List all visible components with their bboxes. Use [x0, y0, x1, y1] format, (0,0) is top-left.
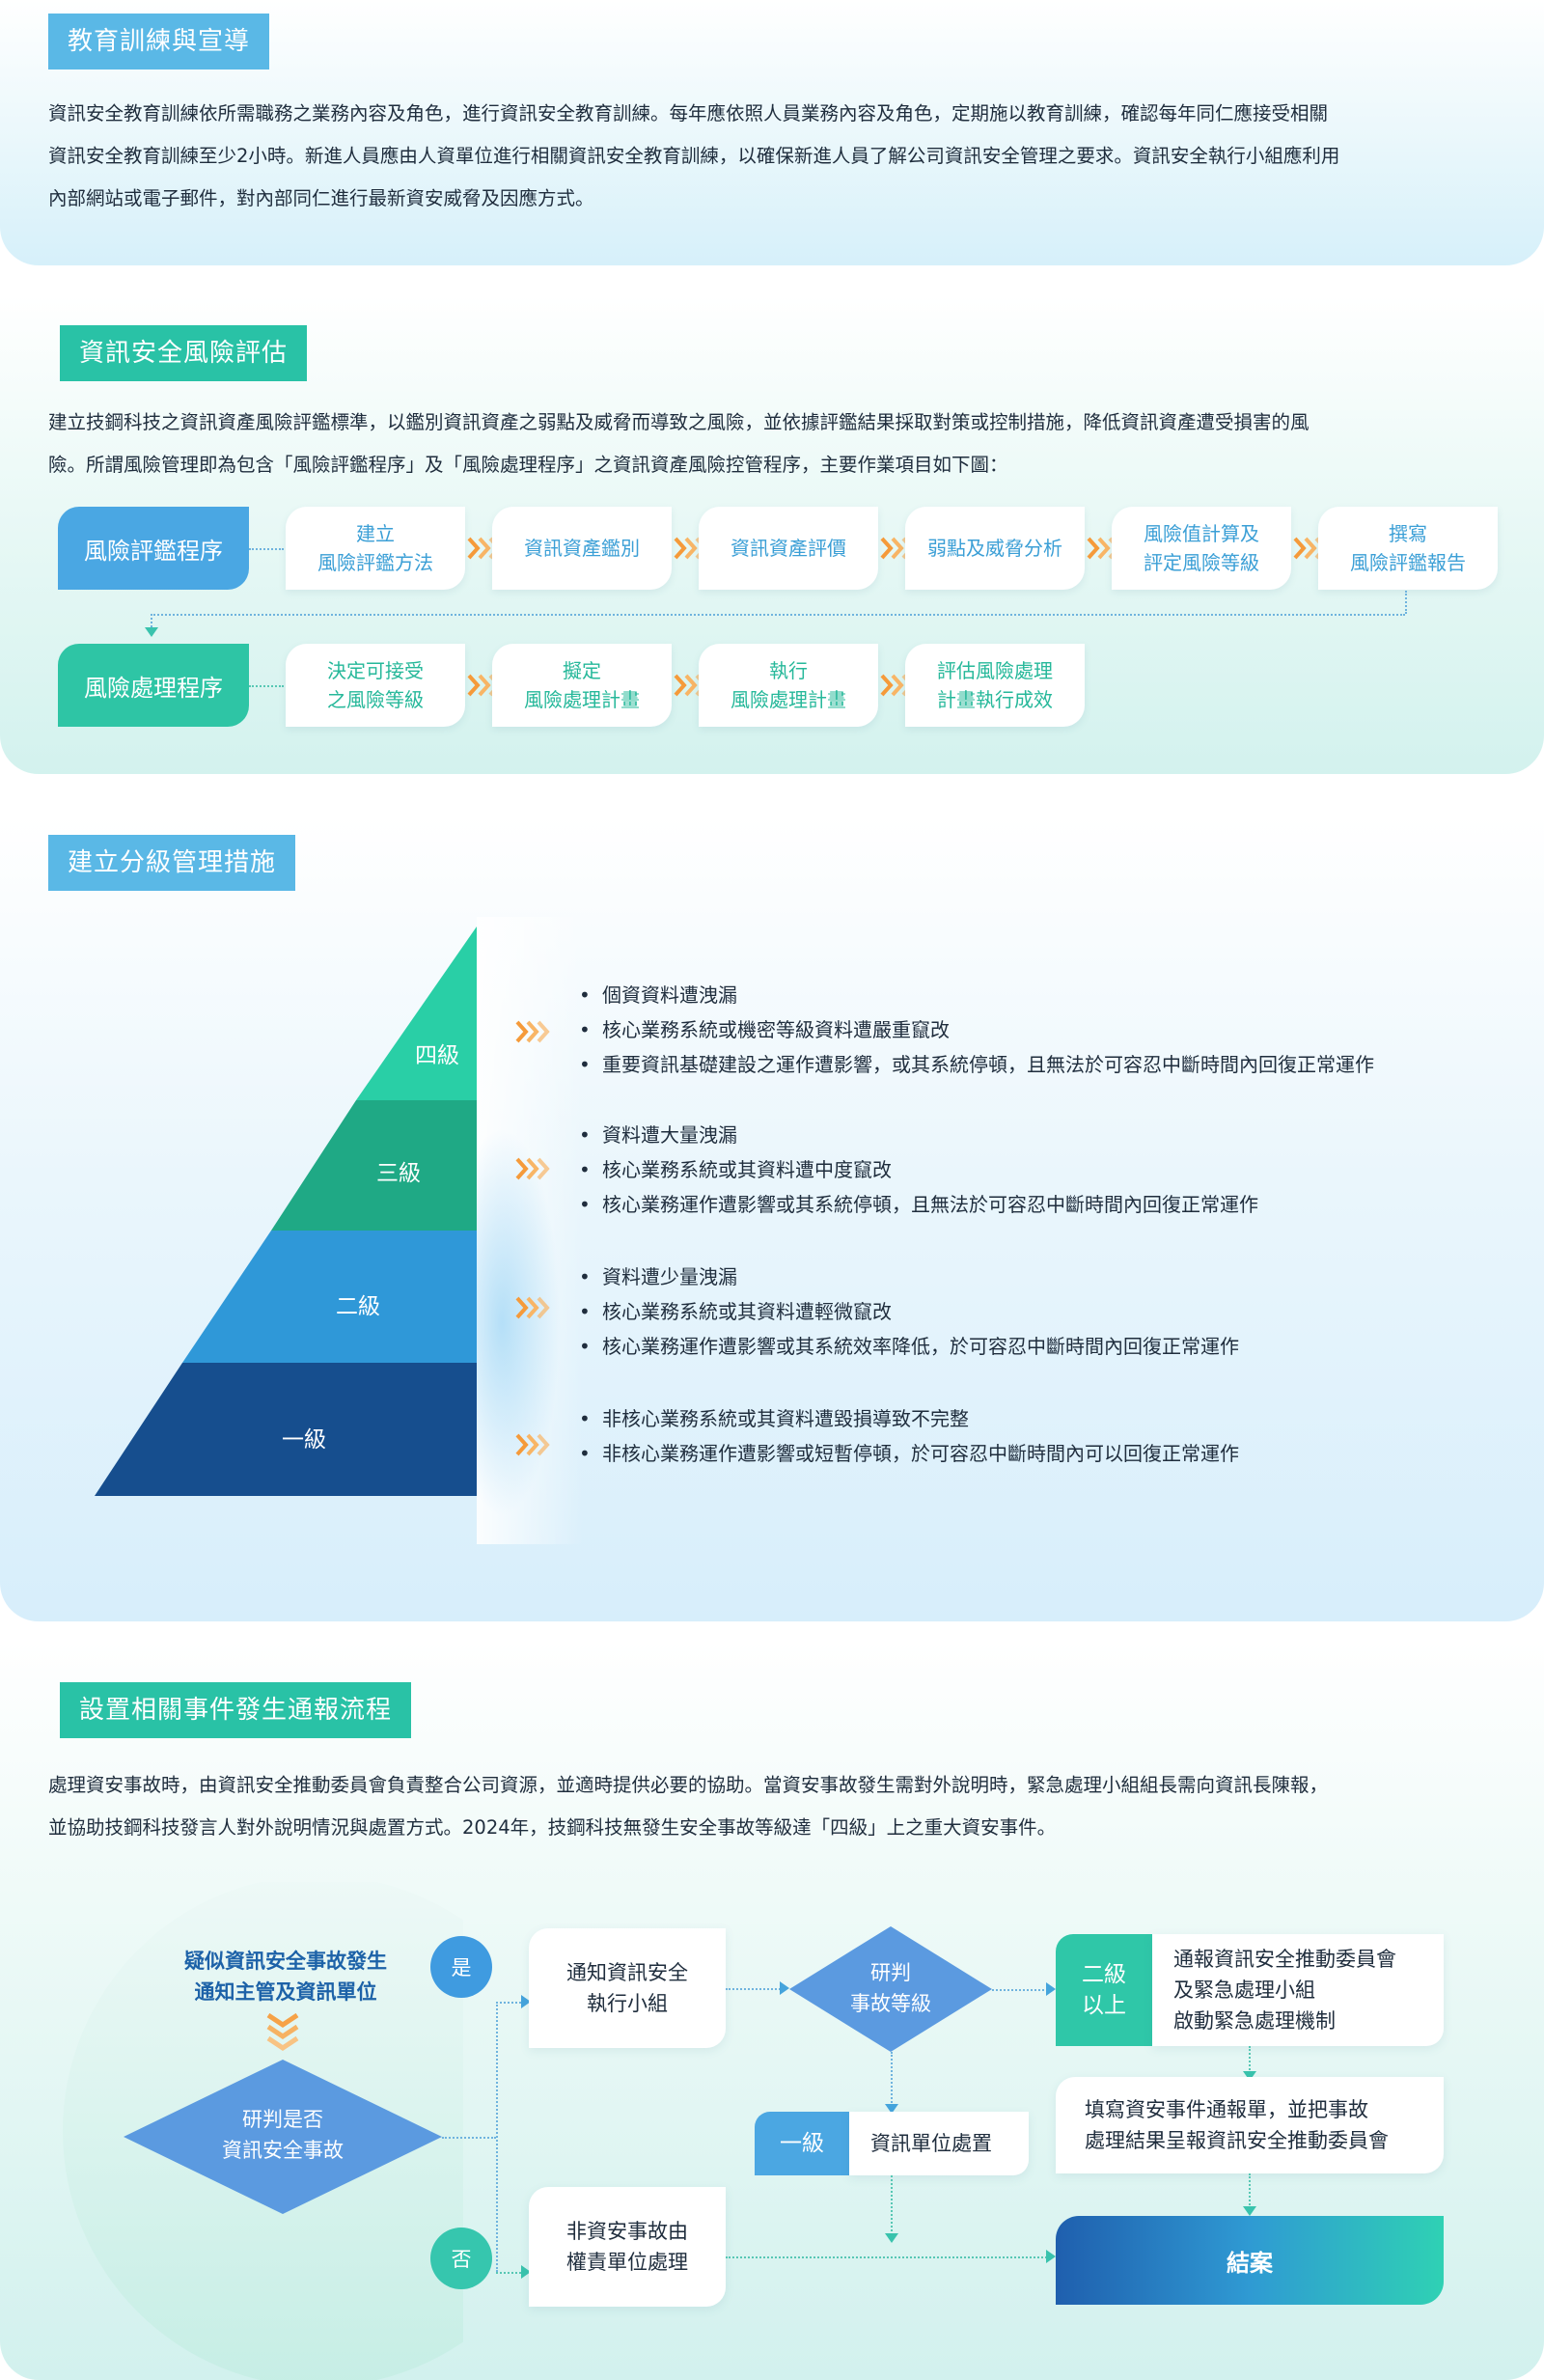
- connector-line: [992, 1989, 1048, 1991]
- connector-line: [496, 2272, 525, 2274]
- flow-step: 決定可接受 之風險等級: [286, 644, 465, 727]
- tier-1-items: 非核心業務系統或其資料遭毀損導致不完整 非核心業務運作遭影響或短暫停頓，於可容忍…: [579, 1401, 1239, 1471]
- level1-tag: 一級: [755, 2112, 849, 2175]
- connector-line: [249, 685, 284, 687]
- suspected-incident-text: 疑似資訊安全事故發生 通知主管及資訊單位: [184, 1950, 387, 2004]
- report-box: 填寫資安事件通報單，並把事故 處理結果呈報資訊安全推動委員會: [1056, 2077, 1444, 2173]
- arrow-right-icon: [521, 2265, 531, 2279]
- flow-step: 執行 風險處理計畫: [699, 644, 878, 727]
- yes-badge: 是: [430, 1936, 492, 1998]
- connector-line: [151, 614, 152, 627]
- tier-label-1: 一級: [282, 1427, 326, 1453]
- tier-item: 核心業務運作遭影響或其系統效率降低，於可容忍中斷時間內回復正常運作: [579, 1329, 1239, 1364]
- tier-item: 個資資料遭洩漏: [579, 978, 1374, 1012]
- chevron-right-icon: [515, 1156, 550, 1181]
- risk-assessment-procedure-label: 風險評鑑程序: [58, 507, 249, 590]
- connector-line: [442, 2137, 496, 2139]
- tier-item: 資料遭少量洩漏: [579, 1259, 1239, 1294]
- connector-line: [249, 548, 284, 550]
- connector-line: [151, 614, 1405, 616]
- connector-line: [1249, 2173, 1251, 2208]
- judge-diamond: [789, 1926, 992, 2052]
- flow-step: 撰寫 風險評鑑報告: [1318, 507, 1498, 590]
- tier-1-shape: [95, 1363, 477, 1496]
- flow-step: 弱點及威脅分析: [905, 507, 1085, 590]
- chevron-right-icon: [515, 1295, 550, 1320]
- flow-step: 資訊資產評價: [699, 507, 878, 590]
- flow-step: 擬定 風險處理計畫: [492, 644, 672, 727]
- chevron-right-icon: [515, 1019, 550, 1044]
- tier-2-shape: [182, 1231, 477, 1363]
- tier-item: 核心業務運作遭影響或其系統停頓，且無法於可容忍中斷時間內回復正常運作: [579, 1187, 1258, 1222]
- risk-line: 險。所謂風險管理即為包含「風險評鑑程序」及「風險處理程序」之資訊資產風險控管程序…: [48, 454, 1008, 476]
- tier-3-items: 資料遭大量洩漏 核心業務系統或其資料遭中度竄改 核心業務運作遭影響或其系統停頓，…: [579, 1118, 1258, 1222]
- section-title-education: 教育訓練與宣導: [48, 14, 270, 69]
- tier-4-items: 個資資料遭洩漏 核心業務系統或機密等級資料遭嚴重竄改 重要資訊基礎建設之運作遭影…: [579, 978, 1374, 1082]
- tier-4-shape: [356, 927, 477, 1100]
- arrow-right-icon: [1046, 2250, 1056, 2263]
- notify-team-box: 通知資訊安全 執行小組: [529, 1928, 726, 2048]
- judge-text: 研判 事故等級: [850, 1961, 931, 2015]
- flow-step: 風險值計算及 評定風險等級: [1112, 507, 1291, 590]
- education-line: 資訊安全教育訓練至少2小時。新進人員應由人資單位進行相關資訊安全教育訓練，以確保…: [48, 145, 1340, 167]
- tier-item: 核心業務系統或機密等級資料遭嚴重竄改: [579, 1012, 1374, 1047]
- no-badge: 否: [430, 2228, 492, 2289]
- tier-item: 核心業務系統或其資料遭中度竄改: [579, 1152, 1258, 1187]
- non-incident-box: 非資安事故由 權責單位處理: [529, 2187, 726, 2307]
- arrow-down-icon: [1243, 2206, 1256, 2216]
- flow-step: 評估風險處理 計畫執行成效: [905, 644, 1085, 727]
- flow-step: 建立 風險評鑑方法: [286, 507, 465, 590]
- incident-line: 處理資安事故時，由資訊安全推動委員會負責整合公司資源，並適時提供必要的協助。當資…: [48, 1774, 1329, 1796]
- flow-step: 資訊資產鑑別: [492, 507, 672, 590]
- connector-line: [891, 2175, 893, 2235]
- arrow-right-icon: [1046, 1982, 1056, 1996]
- connector-line: [1249, 2046, 1251, 2073]
- arrow-down-icon: [145, 627, 158, 637]
- education-line: 內部網站或電子郵件，對內部同仁進行最新資安威脅及因應方式。: [48, 187, 594, 209]
- arrow-down-icon: [885, 2233, 898, 2243]
- incident-line: 並協助技鋼科技發言人對外說明情況與處置方式。2024年，技鋼科技無發生安全事故等…: [48, 1816, 1057, 1839]
- section-title-incident: 設置相關事件發生通報流程: [60, 1682, 412, 1738]
- connector-line: [726, 2256, 1050, 2258]
- risk-line: 建立技鋼科技之資訊資產風險評鑑標準，以鑑別資訊資產之弱點及威脅而導致之風險，並依…: [48, 411, 1310, 433]
- connector-line: [726, 1988, 784, 1990]
- decision-diamond: [124, 2060, 442, 2214]
- tier-item: 核心業務系統或其資料遭輕微竄改: [579, 1294, 1239, 1329]
- arrow-down-icon: [885, 2104, 898, 2114]
- close-case-box: 結案: [1056, 2216, 1444, 2305]
- tier-label-4: 四級: [415, 1043, 459, 1068]
- tier-item: 重要資訊基礎建設之運作遭影響，或其系統停頓，且無法於可容忍中斷時間內回復正常運作: [579, 1047, 1374, 1082]
- level1-action-box: 資訊單位處置: [849, 2112, 1029, 2175]
- risk-text: 建立技鋼科技之資訊資產風險評鑑標準，以鑑別資訊資產之弱點及威脅而導致之風險，並依…: [48, 401, 1501, 486]
- tier-label-3: 三級: [376, 1161, 421, 1186]
- decision-text: 研判是否 資訊安全事故: [222, 2108, 344, 2162]
- arrow-right-icon: [521, 1995, 531, 2008]
- tier-3-shape: [271, 1100, 477, 1231]
- tier-2-items: 資料遭少量洩漏 核心業務系統或其資料遭輕微竄改 核心業務運作遭影響或其系統效率降…: [579, 1259, 1239, 1364]
- chevron-down-icon: [266, 2013, 299, 2052]
- connector-line: [891, 2052, 893, 2106]
- tier-item: 非核心業務系統或其資料遭毀損導致不完整: [579, 1401, 1239, 1436]
- section-title-tiers: 建立分級管理措施: [48, 835, 296, 891]
- level2-tag: 二級 以上: [1056, 1934, 1152, 2046]
- level2-action-box: 通報資訊安全推動委員會 及緊急處理小組 啟動緊急處理機制: [1152, 1934, 1444, 2046]
- risk-treatment-procedure-label: 風險處理程序: [58, 644, 249, 727]
- connector-line: [496, 2002, 525, 2004]
- connector-line: [1405, 591, 1407, 614]
- arrow-right-icon: [780, 1981, 789, 1995]
- tier-item: 資料遭大量洩漏: [579, 1118, 1258, 1152]
- section-title-risk: 資訊安全風險評估: [60, 325, 308, 381]
- connector-line: [496, 2002, 498, 2272]
- incident-text: 處理資安事故時，由資訊安全推動委員會負責整合公司資源，並適時提供必要的協助。當資…: [48, 1764, 1501, 1849]
- education-text: 資訊安全教育訓練依所需職務之業務內容及角色，進行資訊安全教育訓練。每年應依照人員…: [48, 93, 1501, 220]
- tier-label-2: 二級: [336, 1294, 380, 1319]
- chevron-right-icon: [515, 1432, 550, 1457]
- education-line: 資訊安全教育訓練依所需職務之業務內容及角色，進行資訊安全教育訓練。每年應依照人員…: [48, 102, 1329, 125]
- arrow-down-icon: [1243, 2071, 1256, 2081]
- tier-item: 非核心業務運作遭影響或短暫停頓，於可容忍中斷時間內可以回復正常運作: [579, 1436, 1239, 1471]
